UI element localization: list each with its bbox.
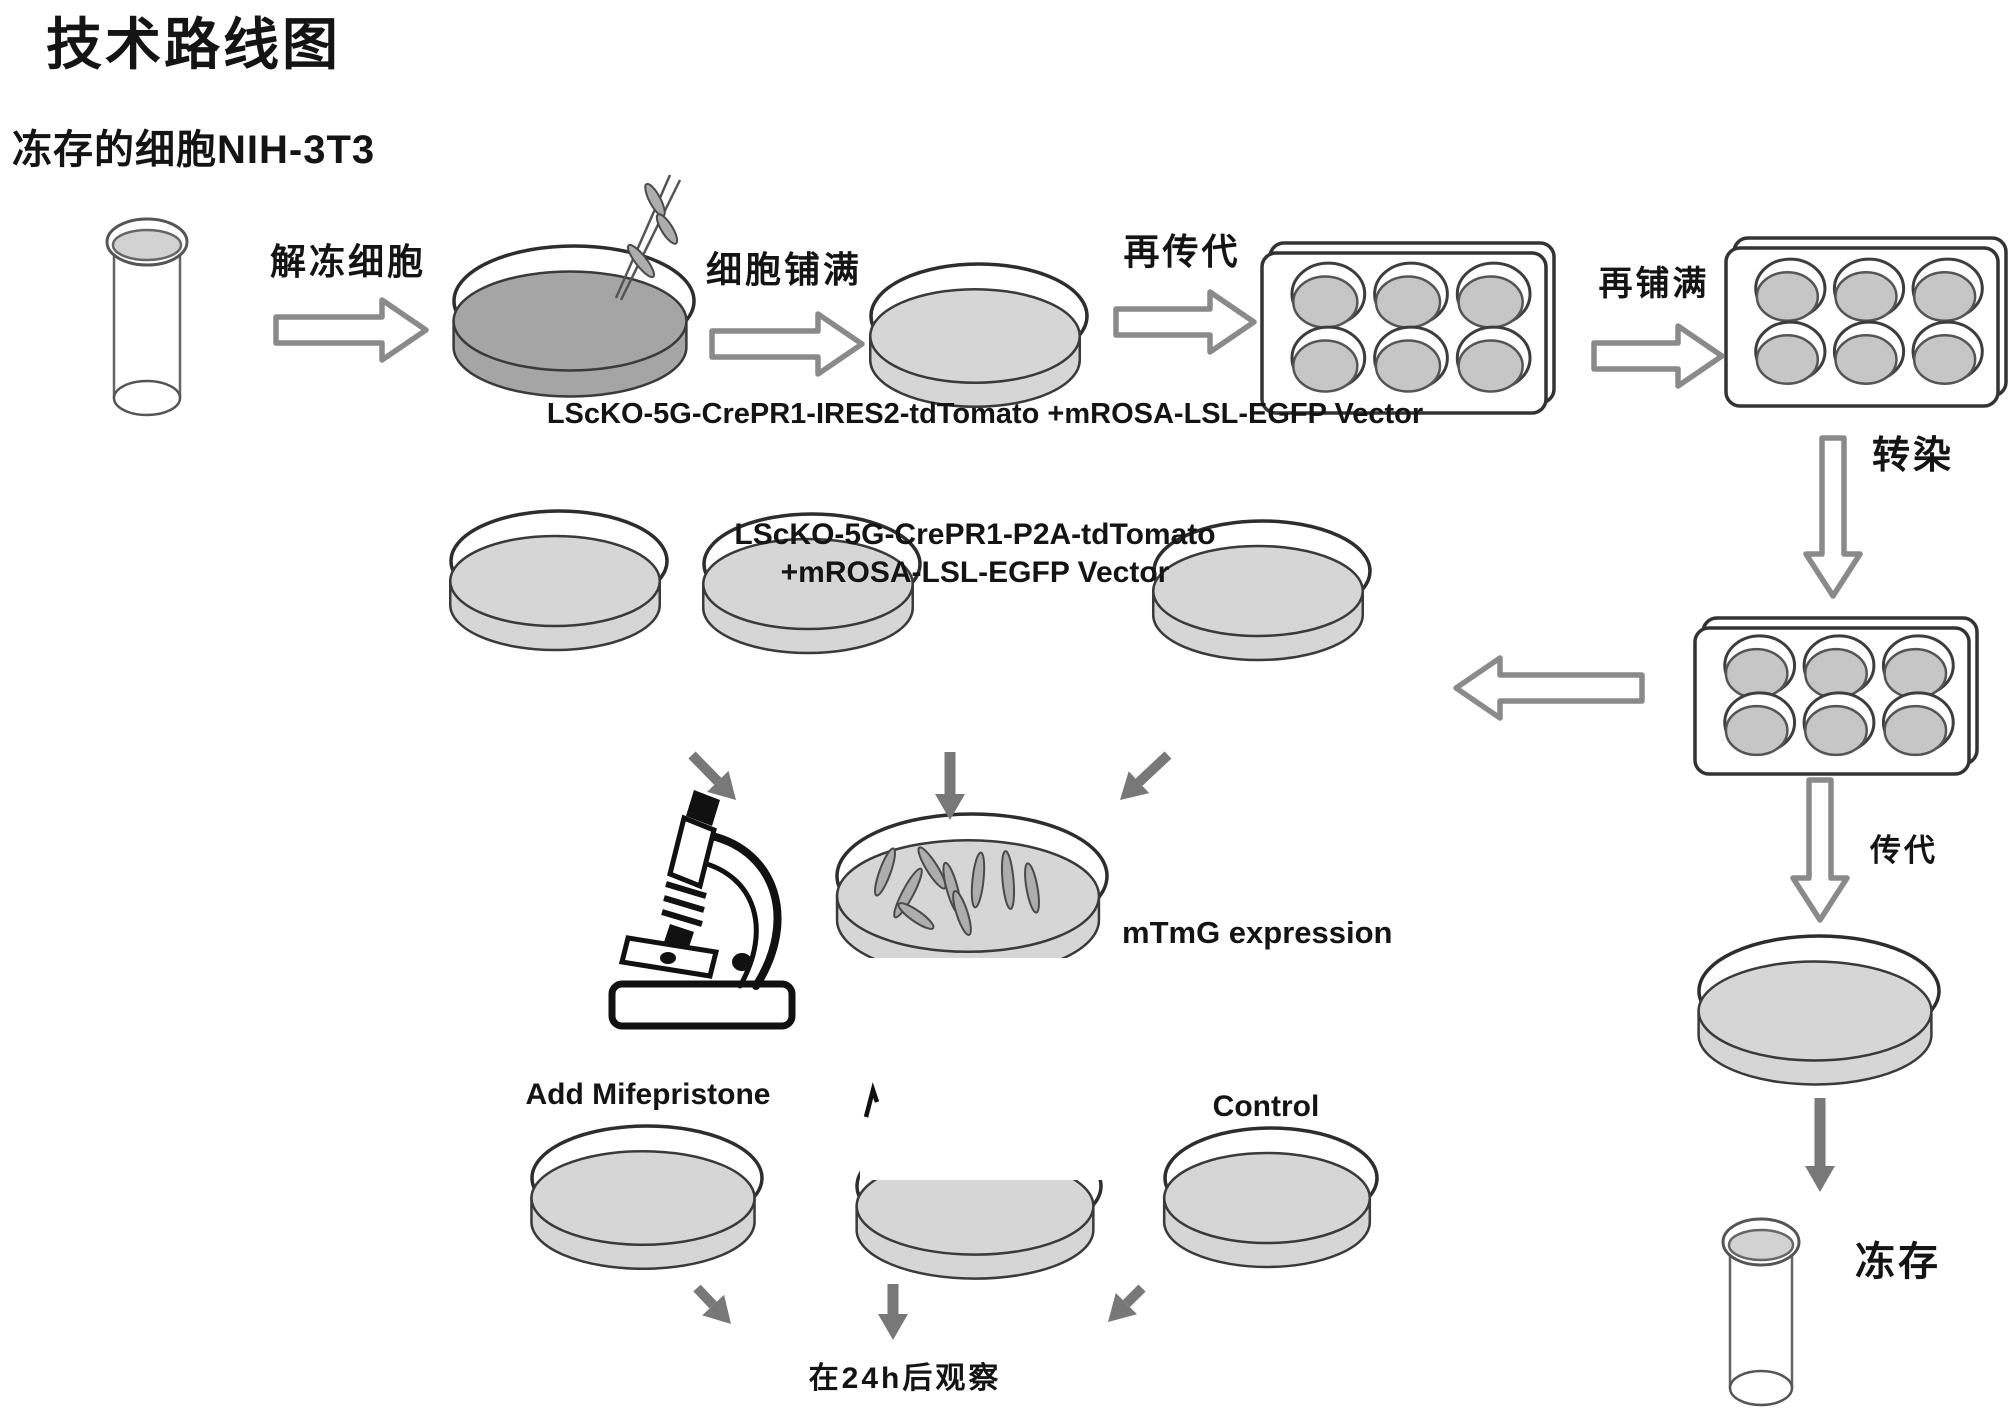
step-label-repassage: 再传代: [1123, 231, 1241, 272]
cryovial-icon: [1721, 1217, 1801, 1407]
vector-label-1: LScKO-5G-CrePR1-IRES2-tdTomato +mROSA-LS…: [546, 398, 1424, 430]
petri-dish: [448, 509, 669, 652]
petri-dish: [530, 1124, 764, 1271]
six-well-plate: [1724, 236, 2008, 408]
six-well-plate: [1693, 616, 1979, 776]
flow-arrow-icon: [709, 311, 865, 377]
petri-dish: [1697, 934, 1941, 1086]
expression-label: mTmG expression: [1122, 915, 1393, 950]
page-title: 技术路线图: [46, 13, 341, 76]
solid-arrow-icon: [878, 1284, 908, 1340]
solid-arrow-icon: [1108, 1284, 1146, 1322]
step-label-transfect: 转染: [1872, 435, 1955, 477]
solid-arrow-icon: [1120, 751, 1172, 800]
six-well-plate: [1260, 241, 1556, 415]
left-arrow-icon: [1453, 655, 1645, 721]
solid-arrow-icon: [1805, 1098, 1835, 1192]
white-overlay: [860, 1058, 1112, 1180]
down-arrow-icon: [1790, 777, 1850, 923]
microscope-icon: [608, 790, 796, 1030]
observe-label: 在24h后观察: [808, 1362, 1002, 1395]
vector-label-2-line1: LScKO-5G-CrePR1-P2A-tdTomato: [734, 518, 1216, 551]
petri-dish: [452, 244, 696, 398]
cells-icon: [874, 846, 1040, 936]
solid-arrow-icon: [935, 752, 965, 820]
step-label-replate: 再铺满: [1598, 265, 1710, 303]
petri-dish: [868, 262, 1089, 409]
solid-arrow-icon: [688, 751, 736, 800]
treatment-label: Add Mifepristone: [525, 1078, 771, 1111]
petri-dish: [701, 512, 922, 655]
cryovial-icon: [105, 217, 189, 417]
pipette-icon: [614, 174, 682, 301]
step-label-confluent: 细胞铺满: [705, 249, 863, 290]
step-label-thaw: 解冻细胞: [269, 241, 427, 282]
letter-fragment: [863, 1082, 880, 1118]
frozen-cells-label: 冻存的细胞NIH-3T3: [12, 128, 376, 172]
petri-dish: [1151, 519, 1372, 662]
down-arrow-icon: [1803, 435, 1863, 599]
solid-arrow-icon: [693, 1284, 731, 1324]
flow-arrow-icon: [1113, 289, 1257, 355]
cryopreserve-label: 冻存: [1855, 1240, 1941, 1284]
vector-label-2-line2: +mROSA-LSL-EGFP Vector: [780, 556, 1170, 589]
flow-arrow-icon: [1591, 323, 1725, 389]
control-label: Control: [1212, 1090, 1320, 1123]
white-overlay: [810, 958, 1130, 1044]
step-label-passage: 传代: [1870, 833, 1938, 868]
petri-dish: [1162, 1126, 1379, 1269]
flow-arrow-icon: [273, 297, 429, 363]
